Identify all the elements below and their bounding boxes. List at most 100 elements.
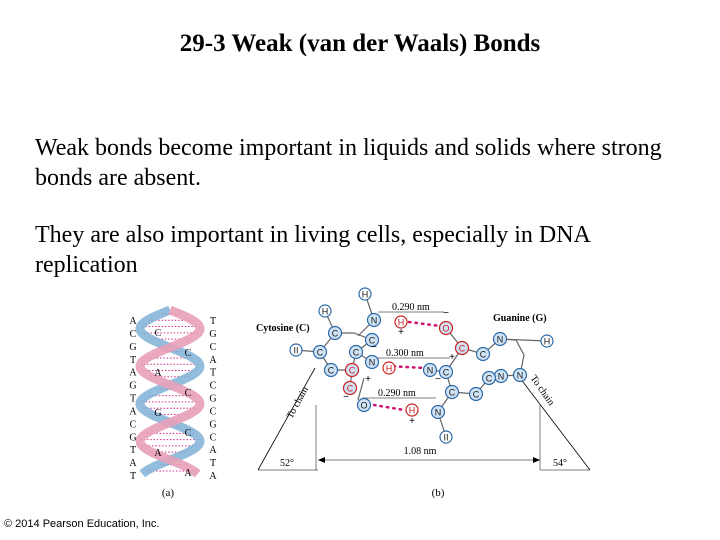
angle-right-label: 54° [553, 458, 567, 469]
slide-title: 29-3 Weak (van der Waals) Bonds [179, 30, 541, 57]
atom-label: H [322, 307, 329, 317]
atom-label: C [443, 368, 450, 378]
atom-circle [327, 325, 343, 341]
pair-caption: (b) [432, 487, 445, 499]
atom-label: C [449, 388, 456, 398]
atom-label: H [398, 318, 405, 328]
helix-base-right: C [210, 381, 217, 392]
atom-label: H [544, 337, 551, 347]
helix-base-left: A [129, 316, 137, 327]
atom-circle [405, 403, 419, 417]
atom-label: C [317, 348, 324, 358]
atom-label: N [497, 335, 504, 345]
helix-base-right: T [210, 458, 216, 469]
helix-base-mid: G [154, 408, 161, 419]
base-pair-diagram: 1.08 nm 52° 54° To chain To chain 0.290 … [256, 287, 591, 499]
atom-label: N [498, 372, 505, 382]
helix-base-left: T [130, 445, 136, 456]
h-bond-1 [407, 320, 442, 328]
helix-base-right: A [209, 445, 217, 456]
atom-label: C [349, 366, 356, 376]
helix-base-mid: A [154, 448, 162, 459]
helix-base-mid: A [154, 368, 162, 379]
helix-base-right: A [209, 355, 217, 366]
guanine-label: Guanine (G) [493, 313, 547, 324]
h-bond-3 [372, 403, 406, 412]
atom-circle [468, 386, 484, 402]
helix-base-left: T [130, 355, 136, 366]
helix-base-left: T [130, 394, 136, 405]
helix-base-left: A [129, 458, 137, 469]
atom-label: O [442, 324, 449, 334]
atom-label: C [473, 390, 480, 400]
atom-label: C [347, 384, 354, 394]
atom-label: C [459, 344, 466, 354]
bond-distance-2: 0.300 nm [386, 348, 424, 359]
width-arrow-left [318, 457, 325, 463]
charge-sign: + [409, 416, 415, 427]
atom-circle [422, 362, 438, 378]
helix-base-mid: C [185, 428, 192, 439]
atom-circle [475, 346, 491, 362]
atom-label: C [328, 366, 335, 376]
helix-base-mid: C [185, 388, 192, 399]
width-label: 1.08 nm [404, 446, 437, 457]
atom-circle [540, 334, 554, 348]
atom-label: H [386, 364, 393, 374]
helix-base-left: C [130, 329, 137, 340]
helix-base-mid: C [185, 348, 192, 359]
helix-base-right: G [209, 394, 216, 405]
helix-strand-front [135, 305, 205, 478]
atom-circle [438, 320, 454, 336]
atom-circle [438, 364, 454, 380]
helix-base-right: T [210, 368, 216, 379]
to-chain-right: To chain [528, 373, 557, 408]
helix-base-right: G [209, 419, 216, 430]
atom-circle [364, 354, 380, 370]
charge-sign: + [365, 374, 371, 385]
helix-caption: (a) [162, 487, 175, 499]
charge-sign: + [449, 352, 455, 363]
atom-label: O [360, 401, 367, 411]
atom-label: N [427, 366, 434, 376]
helix-base-right: C [210, 406, 217, 417]
atom-circle [512, 367, 528, 383]
paragraph-weak-bonds: Weak bonds become important in liquids a… [35, 135, 662, 191]
helix-base-left: C [130, 419, 137, 430]
helix-strand-back [135, 305, 205, 478]
helix-base-left: T [130, 471, 136, 482]
atom-circle [382, 361, 396, 375]
atom-label: C [332, 329, 339, 339]
charge-sign: − [443, 308, 449, 319]
atom-circle [358, 287, 372, 301]
atom-label: N [435, 408, 442, 418]
atom-label: N [369, 358, 376, 368]
atom-circle [430, 404, 446, 420]
atom-label: II [293, 346, 298, 356]
atom-circle [366, 312, 382, 328]
helix-base-left: A [129, 406, 137, 417]
atom-label: N [371, 316, 378, 326]
atom-circle [481, 370, 497, 386]
atom-label: N [517, 371, 524, 381]
atom-circle [312, 344, 328, 360]
atom-label: H [362, 290, 369, 300]
helix-base-left: G [129, 432, 136, 443]
charge-sign: − [343, 392, 349, 403]
atom-circle [289, 343, 303, 357]
helix-base-left: A [129, 368, 137, 379]
helix-base-right: T [210, 316, 216, 327]
atom-circle [348, 344, 364, 360]
helix-base-right: G [209, 329, 216, 340]
copyright-notice: © 2014 Pearson Education, Inc. [4, 518, 160, 530]
paragraph-living-cells: They are also important in living cells,… [35, 222, 590, 278]
atom-circle [492, 331, 508, 347]
helix-base-left: G [129, 381, 136, 392]
atom-label: C [353, 348, 360, 358]
to-chain-left: To chain [285, 385, 311, 421]
bond-distance-3: 0.290 nm [378, 388, 416, 399]
helix-base-right: C [210, 432, 217, 443]
